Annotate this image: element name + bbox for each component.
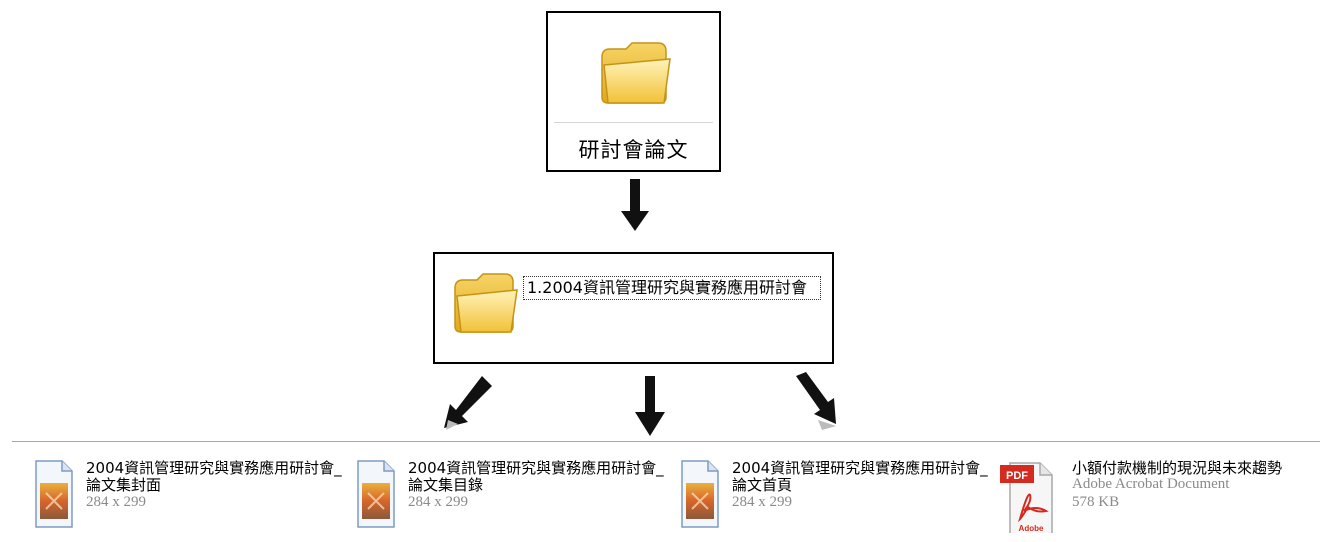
top-folder-item[interactable]: 研討會論文: [546, 11, 721, 172]
file-name: 小額付款機制的現況與未來趨勢: [1072, 459, 1283, 477]
folder-label: 研討會論文: [578, 138, 689, 162]
file-item[interactable]: 2004資訊管理研究與實務應用研討會_論文首頁 284 x 299: [678, 451, 988, 542]
file-dimensions: 284 x 299: [408, 494, 468, 510]
sub-folder-item[interactable]: 1.2004資訊管理研究與實務應用研討會: [433, 252, 834, 364]
image-file-icon: [35, 460, 73, 528]
folder-icon: [454, 273, 518, 333]
file-name: 2004資訊管理研究與實務應用研討會_論文首頁: [732, 459, 988, 494]
file-item[interactable]: PDF Adobe 小額付款機制的現況與未來趨勢 Adobe Acrobat D…: [1000, 451, 1320, 542]
file-name: 2004資訊管理研究與實務應用研討會_論文集封面: [86, 459, 342, 494]
file-dimensions: 284 x 299: [86, 494, 146, 510]
file-item[interactable]: 2004資訊管理研究與實務應用研討會_論文集封面 284 x 299: [32, 451, 342, 542]
file-size: 578 KB: [1072, 494, 1120, 510]
pdf-badge: PDF: [1006, 470, 1028, 482]
folder-label[interactable]: 1.2004資訊管理研究與實務應用研討會: [523, 276, 821, 300]
arrow-down-icon: [635, 376, 665, 436]
image-file-icon: [357, 460, 395, 528]
image-file-icon: [681, 460, 719, 528]
arrow-down-left-icon: [444, 376, 492, 430]
adobe-logo: Adobe: [1019, 524, 1044, 533]
arrow-down-icon: [621, 179, 649, 231]
divider: [12, 441, 1320, 442]
pdf-icon: PDF Adobe: [1000, 462, 1053, 533]
divider: [554, 122, 713, 123]
file-name: 2004資訊管理研究與實務應用研討會_論文集目錄: [408, 459, 664, 494]
folder-icon: [601, 42, 671, 104]
file-type: Adobe Acrobat Document: [1072, 476, 1230, 492]
file-item[interactable]: 2004資訊管理研究與實務應用研討會_論文集目錄 284 x 299: [354, 451, 664, 542]
file-dimensions: 284 x 299: [732, 494, 792, 510]
arrow-down-right-icon: [796, 372, 836, 430]
